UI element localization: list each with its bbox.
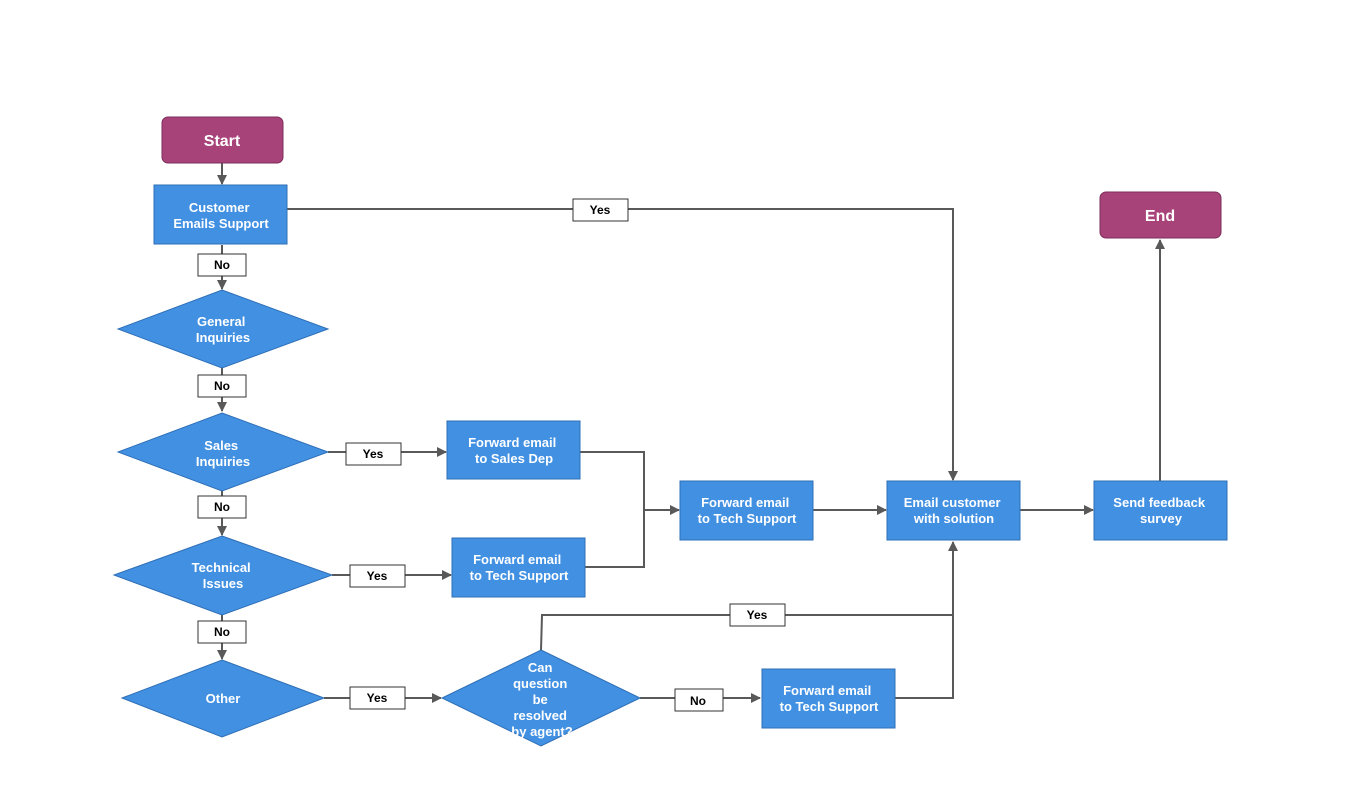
edge-label-no-resolve: No bbox=[674, 688, 724, 712]
sales-inquiries-decision: Sales Inquiries bbox=[116, 412, 330, 492]
send-feedback-node: Send feedback survey bbox=[1093, 480, 1228, 541]
edge-label-no-customer: No bbox=[197, 253, 247, 277]
forward-sales-label: Forward email to Sales Dep bbox=[468, 435, 560, 466]
svg-text:No: No bbox=[690, 694, 706, 708]
svg-text:No: No bbox=[214, 258, 230, 272]
start-label: Start bbox=[204, 133, 241, 150]
svg-text:Yes: Yes bbox=[363, 447, 384, 461]
edge-forward-tech-3-to-email-customer bbox=[895, 541, 958, 699]
svg-text:Yes: Yes bbox=[590, 203, 611, 217]
general-inquiries-label: General Inquiries bbox=[196, 314, 250, 345]
forward-tech-label-3: Forward email to Tech Support bbox=[780, 683, 879, 714]
edge-label-yes-other: Yes bbox=[349, 686, 406, 710]
email-customer-node: Email customer with solution bbox=[886, 480, 1021, 541]
svg-text:Yes: Yes bbox=[747, 608, 768, 622]
edge-label-no-technical: No bbox=[197, 620, 247, 644]
start-node: Start bbox=[161, 116, 284, 164]
send-feedback-label: Send feedback survey bbox=[1113, 495, 1208, 526]
edge-label-no-general: No bbox=[197, 374, 247, 398]
edge-label-yes-customer: Yes bbox=[572, 198, 629, 222]
svg-text:No: No bbox=[214, 379, 230, 393]
forward-sales-node: Forward email to Sales Dep bbox=[446, 420, 581, 480]
edge-label-yes-sales: Yes bbox=[345, 442, 402, 466]
svg-text:No: No bbox=[214, 625, 230, 639]
svg-text:Yes: Yes bbox=[367, 569, 388, 583]
other-label: Other bbox=[206, 691, 241, 706]
forward-tech-node-3: Forward email to Tech Support bbox=[761, 668, 896, 729]
forward-tech-node-2: Forward email to Tech Support bbox=[679, 480, 814, 541]
customer-emails-support-node: Customer Emails Support bbox=[153, 184, 288, 245]
end-label: End bbox=[1145, 208, 1175, 225]
general-inquiries-decision: General Inquiries bbox=[116, 289, 330, 369]
can-resolve-decision: Can question be resolved by agent? bbox=[440, 649, 642, 747]
end-node: End bbox=[1099, 191, 1222, 239]
forward-tech-label-2: Forward email to Tech Support bbox=[698, 495, 797, 526]
edge-forward-sales-merge bbox=[580, 451, 645, 510]
other-decision: Other bbox=[120, 659, 326, 738]
customer-emails-support-label: Customer Emails Support bbox=[173, 200, 269, 231]
edge-label-no-sales: No bbox=[197, 495, 247, 519]
technical-issues-decision: Technical Issues bbox=[112, 535, 334, 616]
technical-issues-label: Technical Issues bbox=[192, 560, 255, 591]
edge-label-yes-technical: Yes bbox=[349, 564, 406, 588]
edge-label-yes-resolve: Yes bbox=[729, 603, 786, 627]
svg-text:Yes: Yes bbox=[367, 691, 388, 705]
email-customer-label: Email customer with solution bbox=[904, 495, 1004, 526]
sales-inquiries-label: Sales Inquiries bbox=[196, 438, 250, 469]
edge-forward-tech-merge bbox=[585, 510, 645, 568]
edge-customer-yes-to-email-customer bbox=[287, 208, 958, 481]
edge-can-resolve-yes bbox=[540, 614, 953, 651]
forward-tech-node-1: Forward email to Tech Support bbox=[451, 537, 586, 598]
svg-text:No: No bbox=[214, 500, 230, 514]
connectors bbox=[217, 163, 1165, 703]
forward-tech-label-1: Forward email to Tech Support bbox=[470, 552, 569, 583]
can-resolve-label: Can question be resolved by agent? bbox=[511, 660, 572, 739]
